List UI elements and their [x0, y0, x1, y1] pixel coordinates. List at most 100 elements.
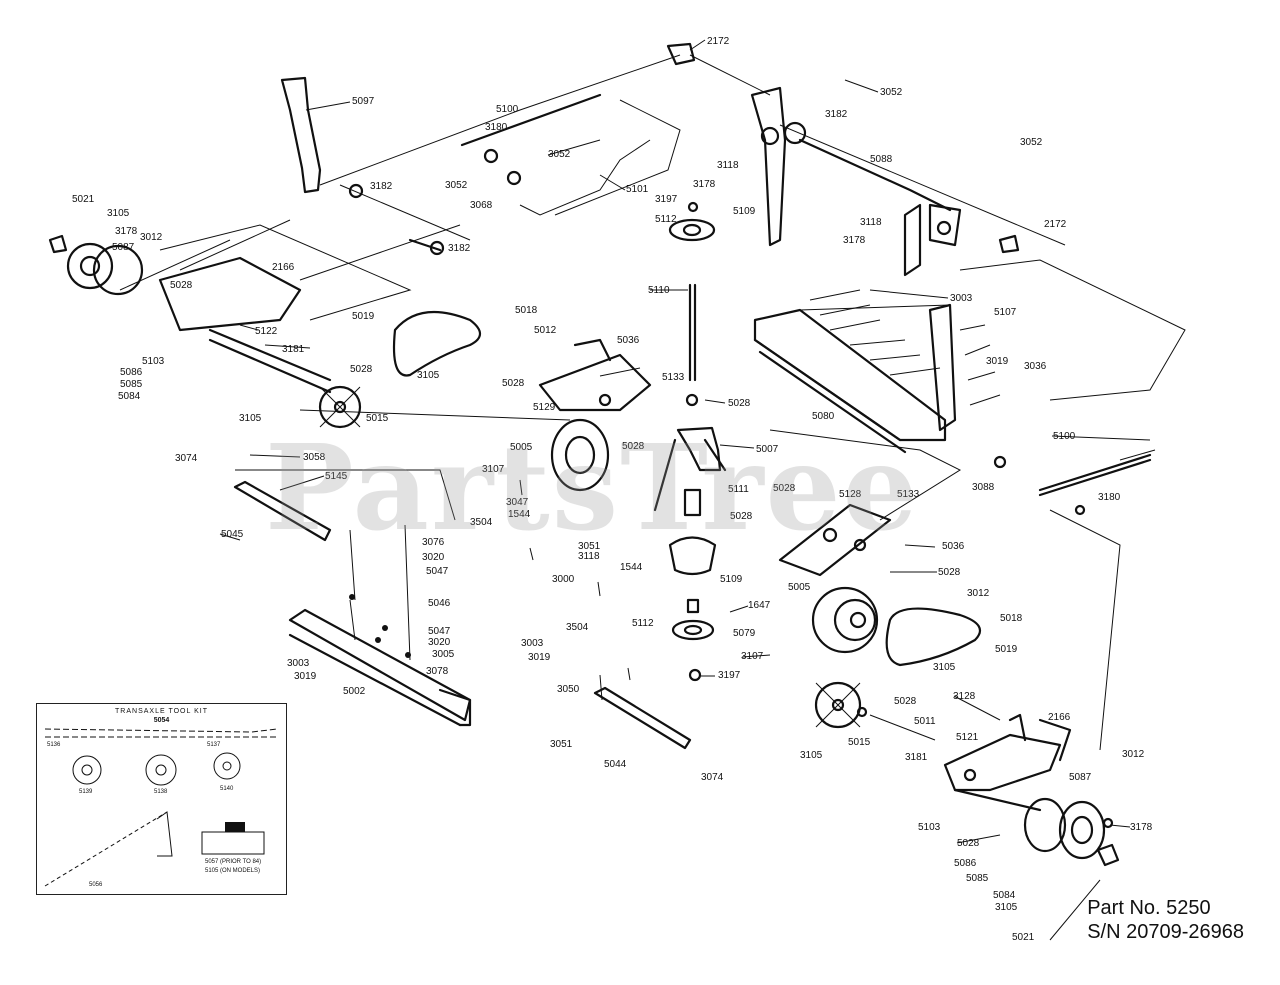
callout: 2172: [1044, 219, 1067, 230]
callout: 1544: [620, 562, 643, 573]
callout: 3504: [566, 622, 589, 633]
callout: 5047: [428, 626, 451, 637]
callout: 5028: [622, 441, 645, 452]
callout: 3074: [701, 772, 724, 783]
callout: 5079: [733, 628, 756, 639]
callout: 2166: [1048, 712, 1071, 723]
callout: 5103: [142, 356, 165, 367]
callout: 3105: [800, 750, 823, 761]
callout: 3118: [860, 217, 882, 228]
callout: 3182: [448, 243, 471, 254]
callout: 3036: [1024, 361, 1047, 372]
callout: 5101: [626, 184, 649, 195]
callout: 5100: [496, 104, 519, 115]
callout: 5085: [120, 379, 143, 390]
callout: 5045: [221, 529, 244, 540]
callout: 5046: [428, 598, 451, 609]
callout: 3107: [482, 464, 505, 475]
callout: 5111: [728, 484, 749, 495]
callout: 5080: [812, 411, 835, 422]
callout: 5087: [1069, 772, 1092, 783]
callout: 3118: [717, 160, 739, 171]
callout: 5084: [118, 391, 141, 402]
inset-label: 5057 (PRIOR TO 84): [205, 859, 262, 865]
inset-label: 5137: [207, 742, 221, 748]
callout: 3000: [552, 574, 575, 585]
callout: 5044: [604, 759, 627, 770]
callout: 3105: [995, 902, 1018, 913]
inset-label: 5056: [89, 882, 103, 888]
callout: 5145: [325, 471, 348, 482]
callout: 2172: [707, 36, 730, 47]
callout-labels: 2172 5097 3052 5100 3180 3182 3052 5088 …: [72, 36, 1153, 943]
callout: 3020: [428, 637, 451, 648]
callout: 5028: [730, 511, 753, 522]
tool-kit-inset: TRANSAXLE TOOL KIT 5054 5136 5137 5139 5…: [36, 703, 287, 895]
callout: 3047: [506, 497, 529, 508]
callout: 5019: [995, 644, 1018, 655]
callout: 5028: [728, 398, 751, 409]
callout: 5018: [1000, 613, 1023, 624]
callout: 3012: [140, 232, 163, 243]
callout: 3052: [548, 149, 571, 160]
inset-kit-number: 5054: [153, 717, 170, 724]
leader-lines: [219, 39, 1151, 941]
inset-label: 5136: [47, 742, 61, 748]
callout: 3180: [485, 122, 508, 133]
callout: 5002: [343, 686, 366, 697]
callout: 5084: [993, 890, 1016, 901]
callout: 3051: [550, 739, 573, 750]
callout: 3005: [432, 649, 455, 660]
callout: 3182: [370, 181, 393, 192]
inset-title: TRANSAXLE TOOL KIT: [115, 708, 208, 715]
callout: 3003: [287, 658, 310, 669]
callout: 5112: [632, 618, 654, 629]
callout: 3020: [422, 552, 445, 563]
callout: 3052: [445, 180, 468, 191]
callout: 5121: [956, 732, 979, 743]
callout: 3197: [655, 194, 678, 205]
callout: 3118: [578, 551, 600, 562]
callout: 3074: [175, 453, 198, 464]
inset-drawing: [44, 728, 278, 887]
callout: 5028: [773, 483, 796, 494]
callout: 3012: [967, 588, 990, 599]
callout: 5133: [662, 372, 685, 383]
callout: 5007: [756, 444, 779, 455]
bolt-row: [809, 289, 1001, 406]
inset-label: 5138: [154, 789, 168, 795]
callout: 5087: [112, 242, 135, 253]
callout: 5028: [170, 280, 193, 291]
part-info: Part No. 5250 S/N 20709-26968: [1087, 896, 1244, 944]
callout: 1544: [508, 509, 531, 520]
callout: 3181: [282, 344, 305, 355]
parts-drawing: [48, 42, 1186, 867]
callout: 5107: [994, 307, 1017, 318]
callout: 5086: [120, 367, 143, 378]
callout: 3197: [718, 670, 741, 681]
callout: 3019: [294, 671, 317, 682]
callout: 3051: [578, 541, 601, 552]
callout: 5129: [533, 402, 556, 413]
callout: 3178: [843, 235, 866, 246]
callout: 3105: [239, 413, 262, 424]
inset-label: 5140: [220, 786, 234, 792]
callout: 5021: [72, 194, 95, 205]
callout: 5028: [938, 567, 961, 578]
callout: 3050: [557, 684, 580, 695]
callout: 5005: [510, 442, 533, 453]
callout: 5036: [617, 335, 640, 346]
callout: 1647: [748, 600, 771, 611]
callout: 5128: [839, 489, 862, 500]
callout: 3128: [953, 691, 976, 702]
callout: 5011: [914, 716, 936, 727]
callout: 3003: [950, 293, 973, 304]
callout: 5005: [788, 582, 811, 593]
callout: 3003: [521, 638, 544, 649]
callout: 5021: [1012, 932, 1035, 943]
callout: 3178: [1130, 822, 1153, 833]
callout: 5028: [350, 364, 373, 375]
callout: 5109: [733, 206, 756, 217]
callout: 5112: [655, 214, 677, 225]
